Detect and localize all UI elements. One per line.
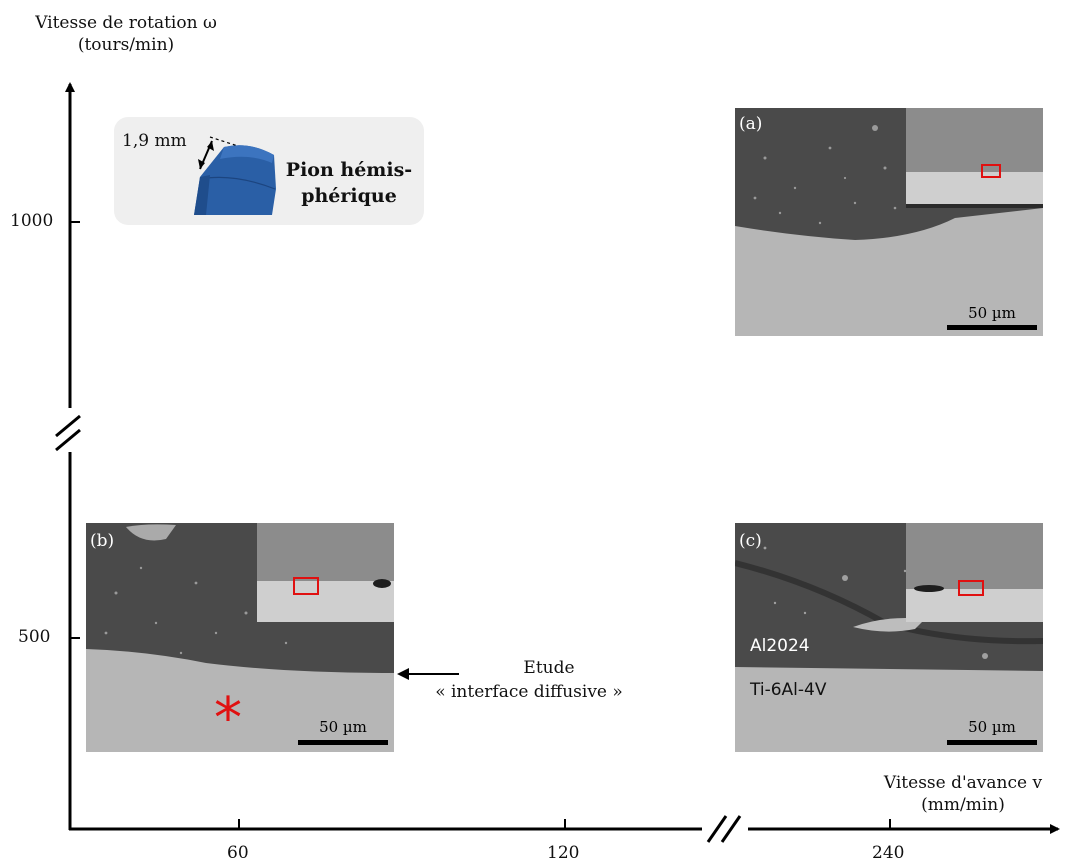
material-label-ti6al4v: Ti-6Al-4V: [750, 680, 827, 700]
tool-name: Pion hémis- phérique: [276, 157, 422, 209]
micrograph-b: (b) * 50 µm: [86, 523, 394, 752]
annotation-text: Etude « interface diffusive »: [404, 656, 654, 704]
y-axis-title-line2: (tours/min): [77, 35, 175, 55]
tool-name-line2: phérique: [301, 185, 397, 207]
annotation-line1: Etude: [523, 658, 575, 678]
x-tick-label-60: 60: [227, 843, 249, 863]
x-tick-label-120: 120: [547, 843, 580, 863]
panel-b-scale-label: 50 µm: [319, 718, 367, 736]
x-axis-title: Vitesse d'avance v (mm/min): [858, 772, 1067, 816]
y-axis-title: Vitesse de rotation ω (tours/min): [6, 12, 246, 56]
x-axis-break-mark: [706, 815, 742, 843]
material-label-al2024: Al2024: [750, 636, 810, 656]
tool-legend-box: 1,9 mm Pion hémis- phérique: [114, 117, 424, 225]
y-axis-title-line1: Vitesse de rotation ω: [35, 13, 217, 33]
inset-a-roi: [981, 164, 1001, 178]
micrograph-b-inset: [257, 523, 394, 622]
hemispherical-pin-icon: [194, 136, 276, 215]
panel-c-label: (c): [739, 531, 762, 551]
tool-name-line1: Pion hémis-: [285, 159, 413, 181]
micrograph-a: (a) 50 µm: [735, 108, 1043, 336]
panel-b-label: (b): [90, 531, 115, 551]
x-axis-title-line1: Vitesse d'avance v: [883, 773, 1043, 793]
panel-c-scale-bar: [947, 740, 1037, 745]
panel-a-scale-label: 50 µm: [968, 304, 1016, 322]
x-axis-title-line2: (mm/min): [921, 795, 1005, 815]
panel-a-label: (a): [739, 114, 763, 134]
y-tick-label-1000: 1000: [10, 211, 54, 231]
x-tick-label-240: 240: [872, 843, 905, 863]
annotation-arrow: [397, 668, 459, 680]
marker-asterisk: *: [214, 686, 242, 751]
micrograph-c: (c) Al2024 Ti-6Al-4V 50 µm: [735, 523, 1043, 752]
panel-c-scale-label: 50 µm: [968, 718, 1016, 736]
annotation-line2: « interface diffusive »: [435, 682, 623, 702]
y-axis-break-mark: [55, 414, 81, 452]
panel-a-scale-bar: [947, 325, 1037, 330]
inset-b-roi: [293, 577, 319, 595]
micrograph-c-inset: [906, 523, 1043, 622]
y-tick-label-500: 500: [18, 627, 51, 647]
tool-dimension-label: 1,9 mm: [122, 131, 187, 151]
panel-b-scale-bar: [298, 740, 388, 745]
micrograph-a-inset: [906, 108, 1043, 208]
inset-c-roi: [958, 580, 984, 596]
